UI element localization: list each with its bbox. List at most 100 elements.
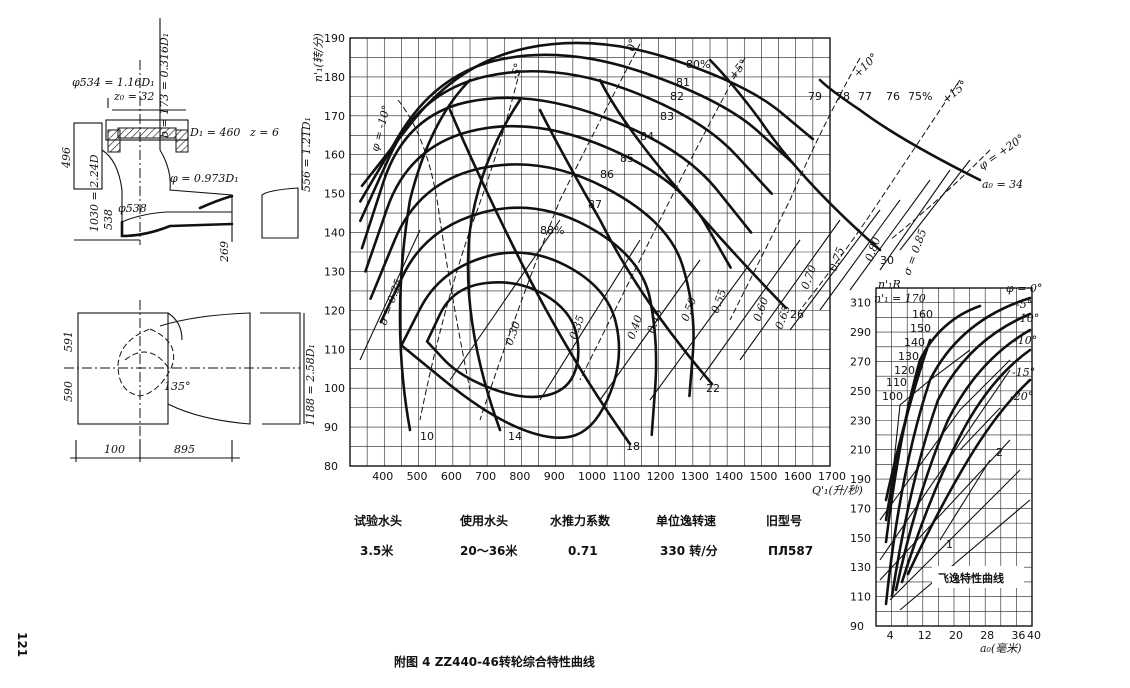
- a0-label-10: 10: [420, 430, 434, 443]
- phi-label-p5: +5°: [726, 57, 750, 82]
- eff-label-76: 76: [886, 90, 900, 103]
- main-xlabel: Q'₁(升/秒): [812, 484, 863, 497]
- n1-label-160: 160: [912, 308, 933, 321]
- param-value-test-head: 3.5米: [360, 543, 394, 558]
- dim-phi538: φ538: [118, 202, 147, 215]
- runaway-title: 飞逸特性曲线: [938, 571, 1004, 585]
- runaway-frame: [875, 287, 1033, 627]
- runaway-x-tick: 36: [1011, 629, 1025, 642]
- main-x-tick: 1100: [612, 470, 640, 483]
- a0-label-34: a₀ = 34: [982, 178, 1023, 191]
- dim-b: b = 173 = 0.316D₁: [158, 33, 171, 138]
- runaway-y-tick: 250: [850, 385, 871, 398]
- runaway-point-1: 1: [946, 538, 953, 551]
- eff-label-83: 83: [660, 110, 674, 123]
- phi-label-p10: +10°: [851, 51, 880, 80]
- runaway-phi-0: φ = 0°: [1006, 282, 1042, 295]
- efficiency-contour-86: [379, 206, 658, 437]
- dim-z: z = 6: [249, 126, 279, 139]
- main-y-tick: 150: [324, 188, 345, 201]
- main-x-tick: 1500: [749, 470, 777, 483]
- n1-label-110: 110: [886, 376, 907, 389]
- main-x-tick: 400: [372, 470, 393, 483]
- main-y-tick: 110: [324, 343, 345, 356]
- phi-label-p20: φ = +20°: [976, 132, 1027, 173]
- param-value-use-head: 20～36米: [460, 543, 518, 558]
- dim-phi-d1: φ = 0.973D₁: [170, 172, 239, 185]
- eff-label-87: 87: [588, 198, 602, 211]
- runaway-y-tick: 270: [850, 355, 871, 368]
- runaway-y-tick: 170: [850, 502, 871, 515]
- main-x-tick: 1700: [818, 470, 846, 483]
- eff-label-79: 79: [808, 90, 822, 103]
- runaway-y-tick: 210: [850, 444, 871, 457]
- eff-label-77: 77: [858, 90, 872, 103]
- efficiency-contour-82: [358, 69, 774, 223]
- n1-label-120: 120: [894, 364, 915, 377]
- eff-label-78: 78: [836, 90, 850, 103]
- dim-100: 100: [104, 443, 125, 456]
- n1-label-130: 130: [898, 350, 919, 363]
- eff-label-88: 88%: [540, 224, 564, 237]
- runaway-y-tick: 90: [850, 620, 864, 633]
- a0-label-26: 26: [790, 308, 804, 321]
- dim-590: 590: [62, 381, 75, 402]
- main-x-tick: 1400: [715, 470, 743, 483]
- dim-496: 496: [60, 147, 73, 169]
- a0-label-22: 22: [706, 382, 720, 395]
- a0-label-14: 14: [508, 430, 522, 443]
- main-x-tick: 900: [544, 470, 565, 483]
- main-x-tick: 1300: [681, 470, 709, 483]
- efficiency-contour-88: [425, 281, 580, 399]
- runaway-phi-m5: -5°: [1016, 298, 1032, 311]
- main-x-tick: 500: [407, 470, 428, 483]
- dim-z0: z₀ = 32: [113, 90, 154, 103]
- n1-label-100: 100: [882, 390, 903, 403]
- param-header-test-head: 试验水头: [354, 513, 402, 528]
- runaway-phi-m10b: -10°: [1014, 334, 1037, 347]
- sigma-label-060: 0.60: [751, 296, 772, 323]
- sigma-label-030: 0.30: [503, 320, 524, 347]
- dim-1030: 1030 = 2.24D: [88, 154, 101, 232]
- main-y-tick: 130: [324, 265, 345, 278]
- main-x-tick: 600: [441, 470, 462, 483]
- phi-label-m5: -5°: [508, 62, 525, 81]
- n1-label-140: 140: [904, 336, 925, 349]
- dim-1188: 1188 = 2.58D₁: [304, 344, 317, 426]
- runaway-point-2: 2: [996, 446, 1003, 459]
- main-x-tick: 800: [509, 470, 530, 483]
- eff-label-75: 75%: [908, 90, 932, 103]
- dim-d1: D₁ = 460: [189, 126, 240, 139]
- runaway-phi-m15: -15°: [1012, 366, 1035, 379]
- phi-label-m10: φ = -10°: [368, 104, 393, 153]
- param-header-thrust: 水推力系数: [550, 513, 611, 528]
- param-value-old-model: ПЛ587: [768, 544, 813, 558]
- sigma-label-055: 0.55: [709, 288, 730, 315]
- runaway-curves: [879, 296, 1032, 611]
- main-y-tick: 180: [324, 71, 345, 84]
- dim-phi534: φ534 = 1.16D₁: [72, 76, 155, 89]
- main-y-tick: 140: [324, 227, 345, 240]
- eff-label-80: 80%: [686, 58, 710, 71]
- efficiency-contours: [358, 41, 815, 439]
- runaway-x-tick: 12: [918, 629, 932, 642]
- runaway-y-tick: 310: [850, 297, 871, 310]
- page-number: 121: [15, 632, 29, 657]
- dim-556: 556 = 1.21D₁: [300, 117, 313, 192]
- main-y-tick: 160: [324, 149, 345, 162]
- runaway-y-tick: 190: [850, 473, 871, 486]
- main-x-tick: 1600: [784, 470, 812, 483]
- parameter-table: 试验水头 使用水头 水推力系数 单位逸转速 旧型号 3.5米 20～36米 0.…: [354, 513, 813, 558]
- turbine-section-drawing: [64, 18, 305, 462]
- a0-label-18: 18: [626, 440, 640, 453]
- runaway-x-tick: 40: [1027, 629, 1041, 642]
- main-decorative-curves: [359, 43, 991, 446]
- figure-caption: 附图 4 ZZ440-46转轮综合特性曲线: [394, 654, 595, 669]
- n1-label-170: n'₁ = 170: [874, 292, 926, 305]
- main-x-tick: 700: [475, 470, 496, 483]
- a0-label-30: 30: [880, 254, 894, 267]
- main-y-tick: 80: [324, 460, 338, 473]
- eff-label-81: 81: [676, 76, 690, 89]
